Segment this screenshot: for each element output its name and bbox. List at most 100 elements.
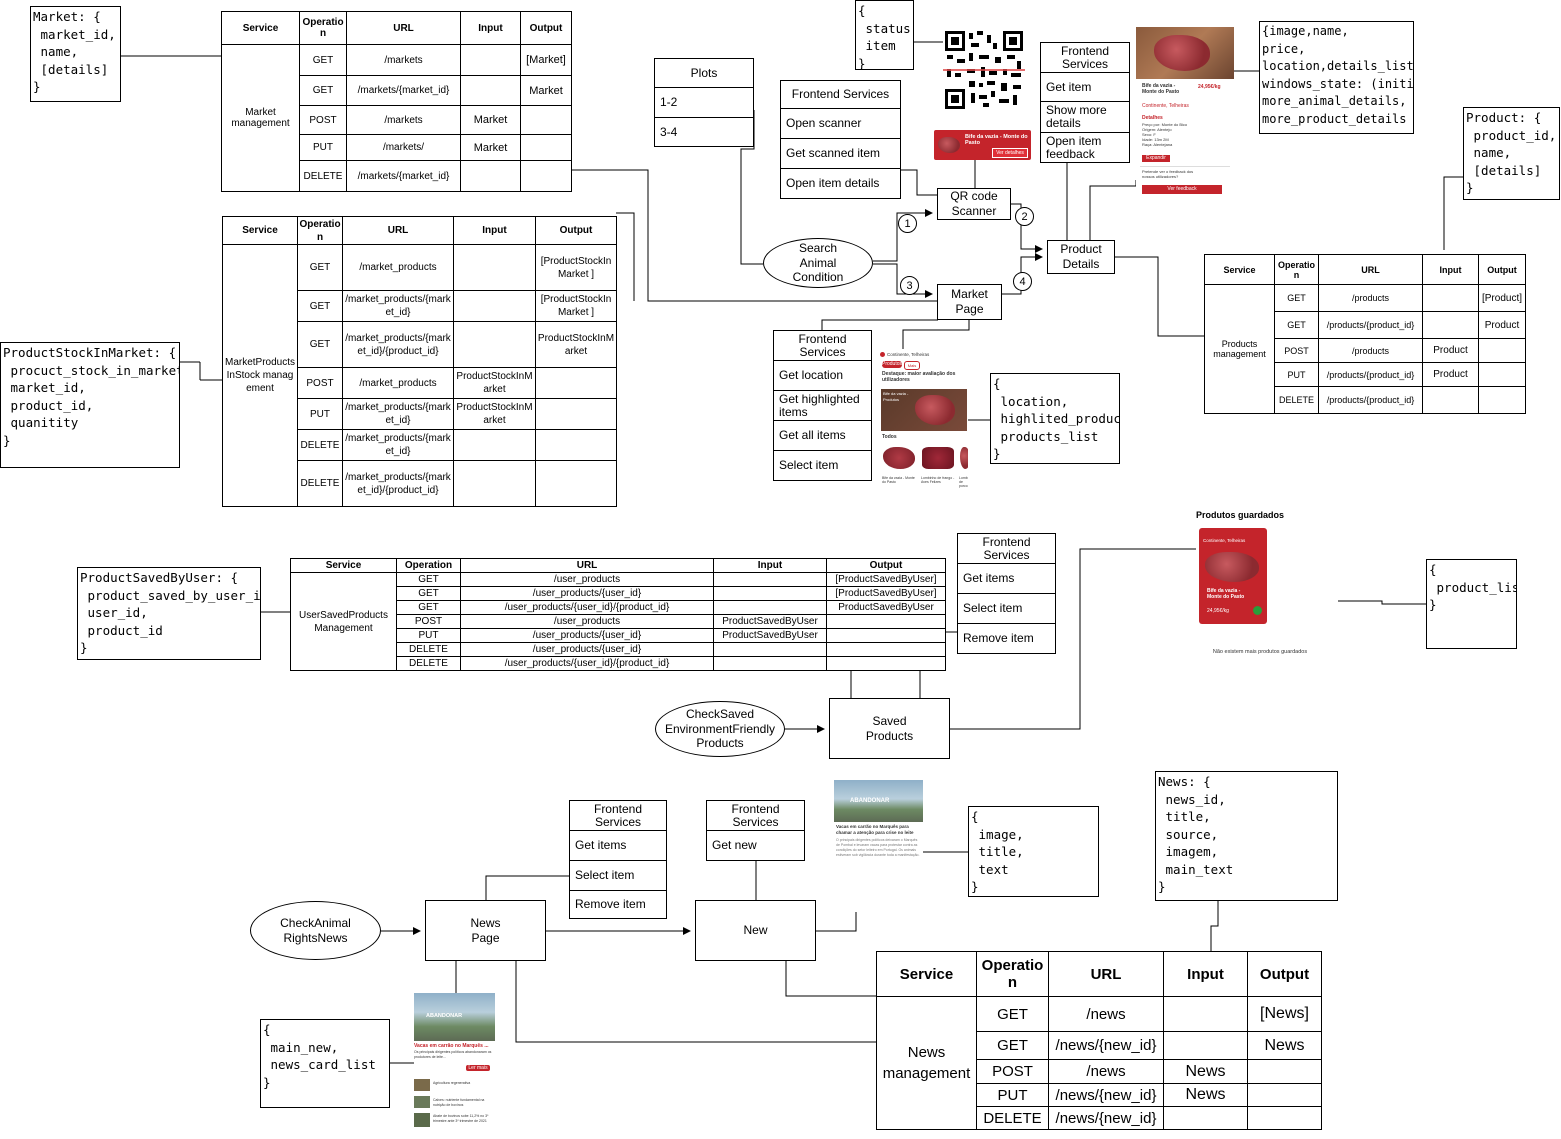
search-animal-condition-node[interactable]: Search Animal Condition: [763, 238, 873, 288]
table-cell: [460, 75, 521, 106]
table-cell: ProductSavedByUser: [713, 614, 827, 629]
table-cell: [713, 600, 827, 615]
table-cell: [453, 460, 536, 507]
table-cell: [1247, 1106, 1322, 1130]
expandir-button[interactable]: Expandir: [1142, 155, 1170, 162]
table-cell: /markets: [346, 105, 461, 135]
table-cell: [520, 160, 572, 192]
table-cell: /user_products/{user_id}/{product_id}: [460, 656, 714, 671]
col-service: Service: [1204, 254, 1275, 285]
col-operation: Operation: [1274, 254, 1319, 285]
market-all-title: Todos: [882, 434, 897, 440]
select-item-item[interactable]: Select item: [779, 458, 839, 472]
plots-row-1[interactable]: 1-2: [655, 88, 753, 118]
plots-row-2[interactable]: 3-4: [660, 124, 678, 139]
product-card-2[interactable]: Lombinho de frango - Aves Felizes: [921, 476, 955, 484]
table-cell: [ProductSavedByUser]: [826, 572, 946, 587]
new-node[interactable]: New: [695, 900, 816, 961]
table-cell: [1247, 1083, 1322, 1107]
service-cell: MarketProductsInStock management: [222, 244, 298, 507]
check-animal-rights-news-node[interactable]: CheckAnimal RightsNews: [250, 901, 381, 960]
news-card-1[interactable]: Agricultura regenerativa: [433, 1081, 471, 1085]
col-output: Output: [1247, 951, 1322, 997]
scanned-item-banner[interactable]: Bife da vazia - Monte do Pasto Ver detal…: [934, 130, 1031, 160]
col-operation: Operation: [297, 216, 343, 245]
ver-detalhes-button[interactable]: Ver detalhes: [992, 148, 1028, 158]
news-select-item-item[interactable]: Select item: [570, 861, 666, 891]
remove-saved-icon[interactable]: [1253, 606, 1262, 615]
feedback-question: Pretende ver o feedback dos nossos utili…: [1142, 169, 1194, 179]
open-item-feedback-item[interactable]: Open item feedback: [1046, 133, 1102, 161]
market-products-in-stock-table: Service Operation URL Input Output Marke…: [222, 216, 617, 507]
table-cell: [826, 656, 946, 671]
table-cell: /market_products/{market_id}: [342, 290, 454, 322]
table-cell: POST: [1274, 338, 1319, 363]
product-details-node[interactable]: Product Details: [1047, 240, 1115, 274]
table-cell: DELETE: [297, 429, 343, 461]
table-cell: [1478, 386, 1526, 414]
get-new-item[interactable]: Get new: [712, 838, 757, 852]
get-location-item[interactable]: Get location: [774, 361, 871, 391]
get-item-item[interactable]: Get item: [1041, 73, 1129, 102]
table-cell: News: [1163, 1083, 1248, 1107]
table-cell: [535, 398, 617, 430]
news-card-2[interactable]: Calves: nutriente fundamental na nutriçã…: [433, 1098, 485, 1107]
plots-title: Plots: [655, 59, 753, 88]
main-news-photo: [414, 993, 495, 1041]
article-banner-text: ABANDONAR: [850, 798, 890, 804]
saved-card-store: Continente, Telheiras: [1203, 538, 1246, 543]
table-cell: /user_products/{user_id}: [460, 628, 714, 643]
tab-mais[interactable]: Mais: [904, 361, 920, 370]
saved-mockup-title: Produtos guardados: [1195, 510, 1284, 520]
product-card-1[interactable]: Bife da vazia - Monte do Pasto: [882, 476, 915, 484]
table-cell: [1163, 996, 1248, 1032]
table-cell: GET: [976, 996, 1049, 1032]
article-headline: Vacas em carrão no Marquês para chamar a…: [836, 824, 914, 835]
details-frontend-title: Frontend Services: [1041, 43, 1129, 73]
service-cell: Products management: [1204, 284, 1275, 414]
ler-mais-button[interactable]: Ler mais: [466, 1065, 490, 1071]
check-saved-products-node[interactable]: CheckSaved EnvironmentFriendly Products: [655, 701, 785, 757]
table-cell: [1422, 284, 1479, 312]
table-cell: [520, 105, 572, 135]
get-highlighted-items-item[interactable]: Get highlighted items: [774, 391, 871, 421]
open-item-details-item[interactable]: Open item details: [786, 176, 880, 190]
table-cell: [460, 44, 521, 76]
saved-frontend-services: Frontend Services Get items Select item …: [957, 533, 1056, 654]
table-cell: Product: [1478, 311, 1526, 339]
col-output: Output: [826, 558, 946, 573]
table-cell: [1422, 311, 1479, 339]
saved-product-card[interactable]: Continente, Telheiras Bife da vazia - Mo…: [1199, 528, 1267, 624]
table-cell: /user_products/{user_id}: [460, 642, 714, 657]
table-cell: [ProductSavedByUser]: [826, 586, 946, 601]
main-news-headline[interactable]: Vacas em carrão no Marquês ...: [414, 1043, 489, 1049]
saved-products-node[interactable]: Saved Products: [829, 698, 950, 759]
market-page-node[interactable]: Market Page: [937, 284, 1002, 320]
news-model-box: News: { news_id, title, source, imagem, …: [1155, 771, 1338, 901]
service-cell: UserSavedProducts Management: [290, 572, 397, 671]
details-frontend-services: Frontend Services Get item Show more det…: [1040, 42, 1130, 163]
saved-remove-item-item[interactable]: Remove item: [963, 631, 1034, 645]
get-all-items-item[interactable]: Get all items: [774, 421, 871, 451]
news-page-node[interactable]: News Page: [425, 900, 546, 961]
step-2-circle: 2: [1015, 207, 1034, 226]
qr-code-scanner-node[interactable]: QR code Scanner: [937, 188, 1011, 220]
ver-feedback-button[interactable]: Ver feedback: [1142, 185, 1222, 194]
tab-produtos[interactable]: Produtos: [882, 361, 903, 368]
show-more-details-item[interactable]: Show more details: [1041, 102, 1129, 133]
table-cell: [1478, 362, 1526, 387]
news-get-items-item[interactable]: Get items: [570, 831, 666, 861]
news-remove-item-item[interactable]: Remove item: [575, 897, 646, 911]
get-scanned-item-item[interactable]: Get scanned item: [781, 139, 900, 169]
table-cell: [826, 614, 946, 629]
news-card-3[interactable]: Abate de bovinos sobe 11,2% no 3º trimes…: [433, 1114, 489, 1123]
open-scanner-item[interactable]: Open scanner: [781, 109, 900, 139]
saved-get-items-item[interactable]: Get items: [958, 564, 1055, 594]
table-cell: /markets: [346, 44, 461, 76]
table-cell: [535, 429, 617, 461]
table-cell: /products: [1318, 284, 1423, 312]
saved-select-item-item[interactable]: Select item: [958, 594, 1055, 624]
table-cell: /markets/{market_id}: [346, 160, 461, 192]
product-card-3[interactable]: Lombo de porco: [959, 476, 968, 488]
table-cell: ProductStockInMarket: [453, 398, 536, 430]
